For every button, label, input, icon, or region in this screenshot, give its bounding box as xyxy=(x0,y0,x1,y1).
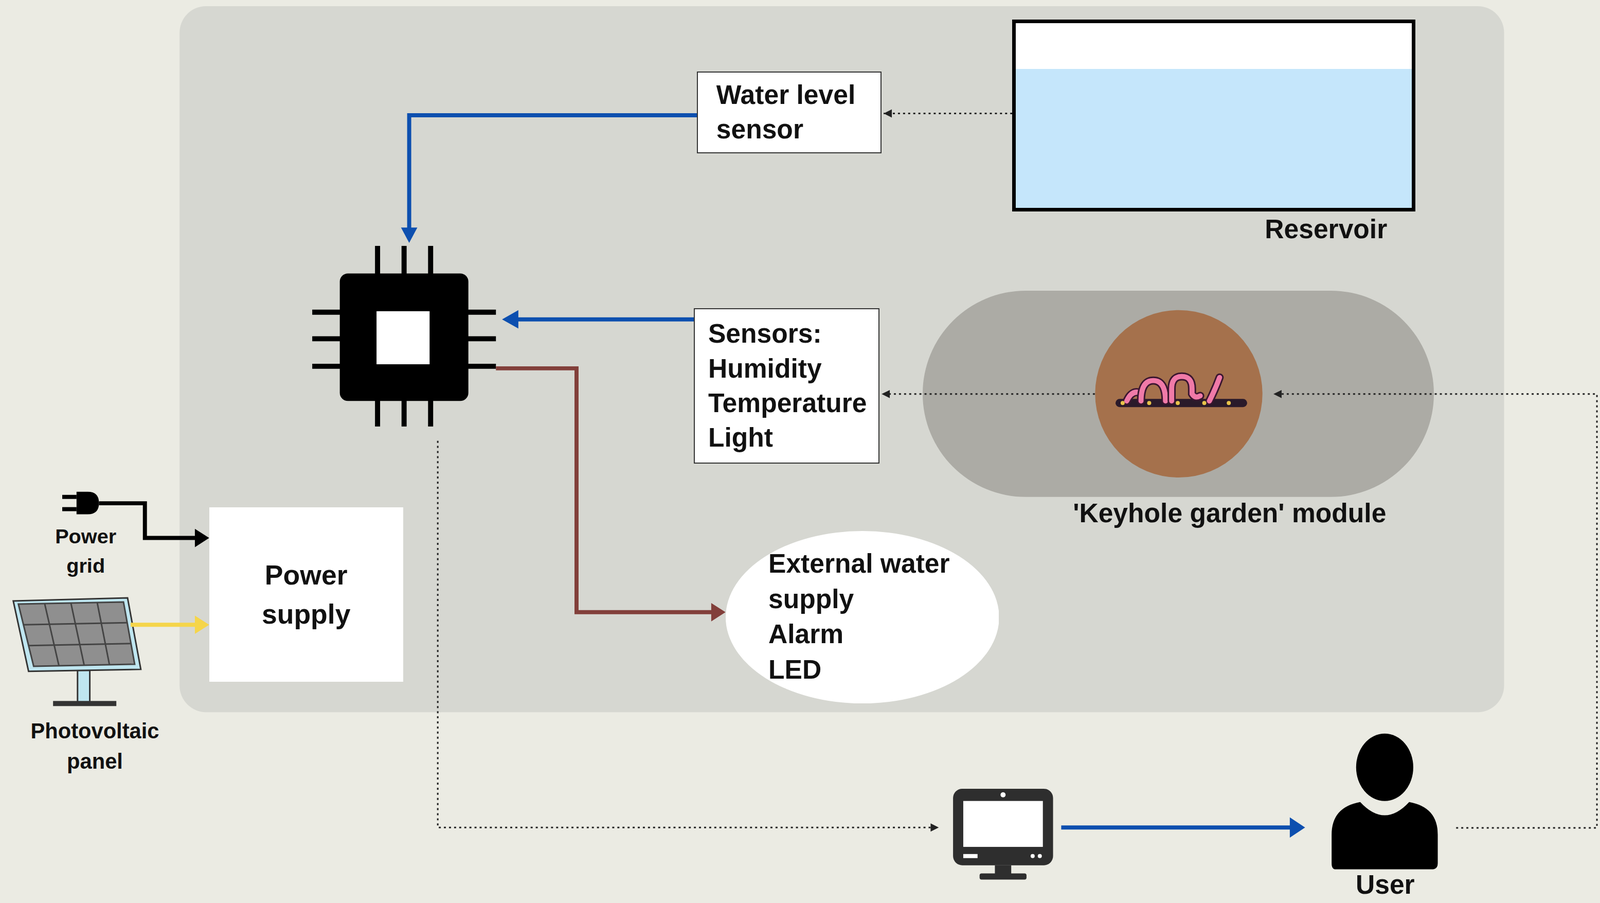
worm-outline xyxy=(1171,376,1201,402)
connector-line xyxy=(1273,393,1597,828)
worm-outline xyxy=(1209,377,1220,402)
system-panel xyxy=(179,6,1504,712)
actuator-wire xyxy=(495,368,726,622)
soil-dot xyxy=(1201,401,1207,406)
node-text: Power supply xyxy=(234,555,378,634)
node-text: Water level sensor xyxy=(716,77,863,148)
data-link xyxy=(1061,816,1305,838)
user-icon xyxy=(1331,733,1438,870)
arrowhead xyxy=(1273,389,1282,399)
output-ellipse: External water supplyAlarmLED xyxy=(725,530,1000,704)
connector-line xyxy=(881,392,1095,395)
arrowhead xyxy=(883,109,892,118)
node-text: Sensors: xyxy=(708,316,866,351)
connector xyxy=(98,502,209,547)
text-group: Power supply xyxy=(234,555,378,634)
connector-line xyxy=(98,502,198,538)
node-text: User xyxy=(1326,867,1444,902)
node-text: Alarm xyxy=(768,616,973,652)
connector xyxy=(130,615,210,634)
node-text: Light xyxy=(708,420,866,455)
power-supply-box: Power supply xyxy=(209,507,404,682)
worm xyxy=(1171,376,1201,402)
worm xyxy=(1209,377,1220,402)
connector xyxy=(883,109,1013,118)
microcontroller-chip xyxy=(312,245,496,427)
plug-icon xyxy=(62,491,99,515)
sensor-box: Water level sensor xyxy=(696,71,882,154)
pill-fill xyxy=(922,290,1434,497)
node-text: Humidity xyxy=(708,351,866,386)
ellipse-fill xyxy=(725,530,1000,704)
pill-shape xyxy=(922,290,1434,497)
soil-dot xyxy=(1175,401,1180,406)
soil-circle xyxy=(1094,310,1263,478)
worm xyxy=(1140,380,1166,402)
node-text: Reservoir xyxy=(1264,211,1388,247)
soil-dot xyxy=(1226,401,1231,406)
garden-module: 'Keyhole garden' module xyxy=(922,290,1434,497)
text-group: External water supplyAlarmLED xyxy=(768,545,973,687)
soil-strip xyxy=(1115,399,1248,408)
node-text: Photovoltaic panel xyxy=(8,715,182,777)
signal-wire xyxy=(401,115,697,243)
node-text: External water supply xyxy=(768,545,973,617)
node-text: Temperature xyxy=(708,385,866,421)
tank-air-gap xyxy=(1015,23,1412,69)
arrowhead xyxy=(194,615,210,634)
sensor-box: Sensors:HumidityTemperatureLight xyxy=(693,308,880,464)
reservoir-tank: Reservoir xyxy=(1012,19,1416,212)
arrowhead xyxy=(194,528,210,548)
connector xyxy=(881,389,1095,399)
connector-line xyxy=(883,112,1013,115)
node-text: 'Keyhole garden' module xyxy=(1072,495,1387,531)
soil-dot xyxy=(1120,401,1125,406)
worm-outline xyxy=(1140,380,1166,402)
arrowhead xyxy=(881,389,890,399)
connector xyxy=(1273,389,1597,828)
soil-dot xyxy=(1146,401,1152,406)
solar-panel-icon xyxy=(13,597,141,706)
user: User xyxy=(1326,726,1444,903)
connector-line xyxy=(130,622,199,627)
node-text: Power grid xyxy=(40,521,131,581)
node-text: LED xyxy=(768,651,973,687)
computer-monitor xyxy=(953,788,1053,879)
signal-wire xyxy=(501,310,694,329)
